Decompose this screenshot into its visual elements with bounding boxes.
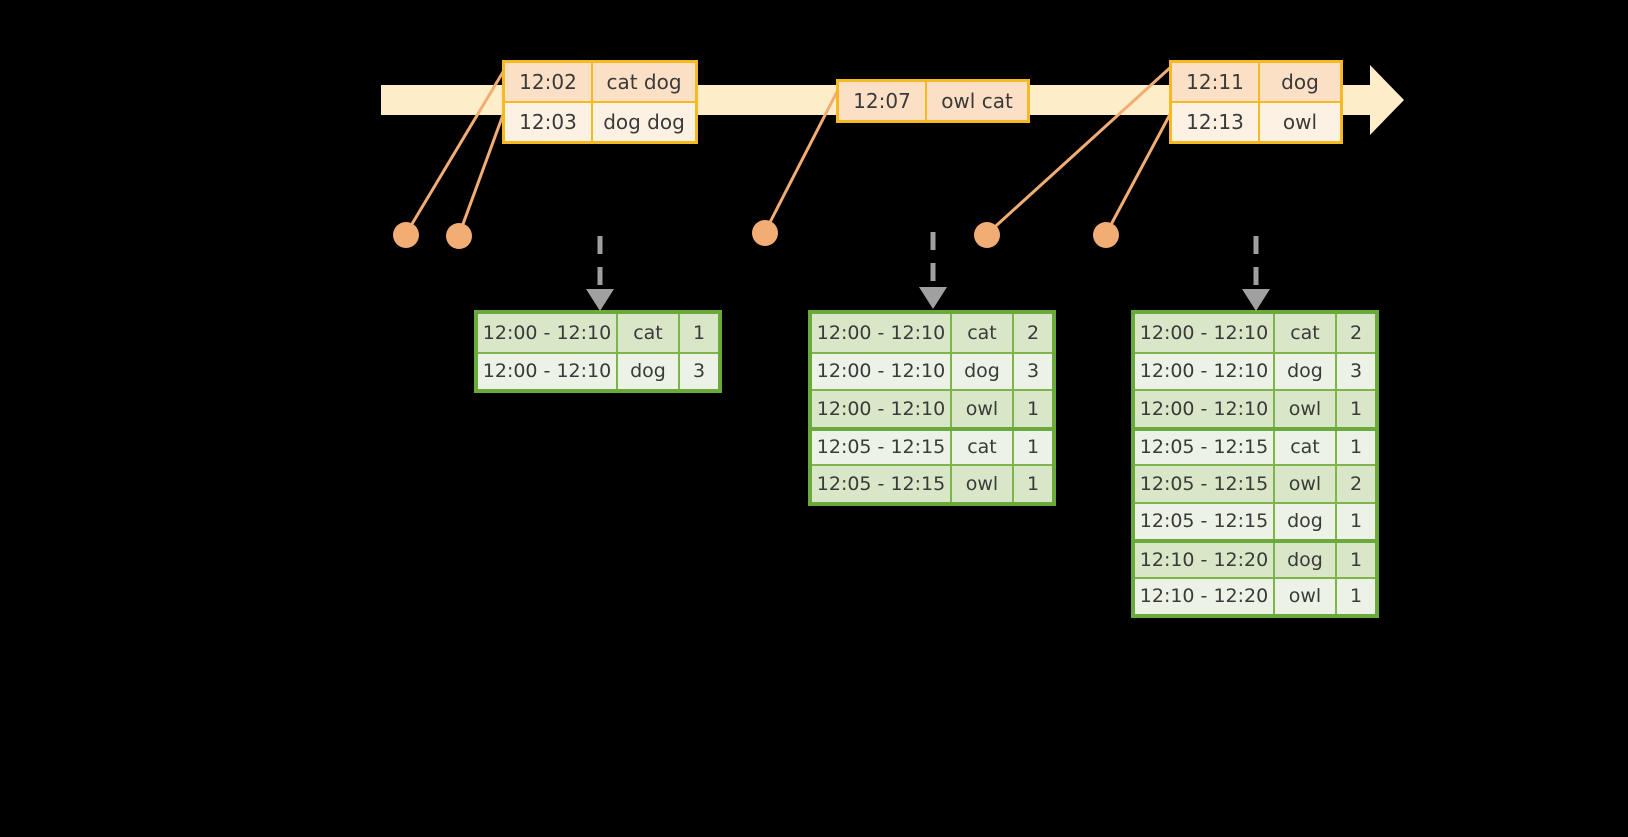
flow-arrow-heads bbox=[586, 287, 1270, 311]
count-cell: 2 bbox=[1335, 466, 1375, 502]
window-cell: 12:00 - 12:10 bbox=[1135, 391, 1273, 427]
window-cell: 12:05 - 12:15 bbox=[1135, 503, 1273, 539]
event-marker-dot bbox=[446, 223, 472, 249]
word-cell: owl bbox=[1273, 578, 1335, 614]
window-cell: 12:00 - 12:10 bbox=[812, 353, 950, 389]
table-row: 12:05 - 12:15 owl 2 bbox=[1135, 464, 1375, 502]
word-cell: cat bbox=[1273, 430, 1335, 464]
word-cell: cat bbox=[616, 314, 678, 352]
event-marker-dots bbox=[393, 220, 1119, 249]
event-marker-dot bbox=[974, 222, 1000, 248]
count-cell: 1 bbox=[1335, 503, 1375, 539]
window-cell: 12:00 - 12:10 bbox=[1135, 314, 1273, 352]
word-cell: dog bbox=[950, 353, 1012, 389]
window-cell: 12:05 - 12:15 bbox=[812, 430, 950, 464]
word-cell: owl bbox=[950, 391, 1012, 427]
word-cell: cat bbox=[950, 314, 1012, 352]
event-words: cat dog bbox=[591, 63, 695, 101]
window-cell: 12:00 - 12:10 bbox=[1135, 353, 1273, 389]
window-cell: 12:00 - 12:10 bbox=[812, 391, 950, 427]
table-row: 12:10 - 12:20 dog 1 bbox=[1135, 539, 1375, 577]
table-row: 12:00 - 12:10 dog 3 bbox=[812, 351, 1052, 389]
event-row: 12:11 dog bbox=[1172, 63, 1340, 101]
table-row: 12:05 - 12:15 owl 1 bbox=[812, 464, 1052, 502]
table-row: 12:05 - 12:15 cat 1 bbox=[812, 426, 1052, 464]
event-words: owl cat bbox=[925, 82, 1027, 120]
word-cell: owl bbox=[950, 466, 1012, 502]
event-words: dog dog bbox=[591, 103, 695, 141]
result-table-1: 12:00 - 12:10 cat 1 12:00 - 12:10 dog 3 bbox=[474, 310, 722, 393]
table-row: 12:00 - 12:10 owl 1 bbox=[812, 389, 1052, 427]
event-row: 12:02 cat dog bbox=[505, 63, 695, 101]
event-words: dog bbox=[1258, 63, 1340, 101]
table-row: 12:05 - 12:15 cat 1 bbox=[1135, 426, 1375, 464]
count-cell: 1 bbox=[1335, 578, 1375, 614]
count-cell: 1 bbox=[1012, 466, 1052, 502]
word-cell: dog bbox=[1273, 353, 1335, 389]
table-row: 12:00 - 12:10 owl 1 bbox=[1135, 389, 1375, 427]
event-marker-dot bbox=[393, 222, 419, 248]
table-row: 12:00 - 12:10 cat 2 bbox=[812, 314, 1052, 352]
count-cell: 3 bbox=[1335, 353, 1375, 389]
event-time: 12:02 bbox=[505, 63, 591, 101]
event-group-3: 12:11 dog 12:13 owl bbox=[1169, 60, 1343, 144]
window-cell: 12:05 - 12:15 bbox=[1135, 430, 1273, 464]
window-cell: 12:00 - 12:10 bbox=[478, 314, 616, 352]
window-cell: 12:05 - 12:15 bbox=[812, 466, 950, 502]
count-cell: 1 bbox=[1335, 430, 1375, 464]
window-cell: 12:00 - 12:10 bbox=[812, 314, 950, 352]
window-cell: 12:00 - 12:10 bbox=[478, 353, 616, 389]
event-row: 12:03 dog dog bbox=[505, 101, 695, 141]
connector-lines bbox=[404, 64, 1177, 236]
result-table-2: 12:00 - 12:10 cat 2 12:00 - 12:10 dog 3 … bbox=[808, 310, 1056, 506]
event-time: 12:13 bbox=[1172, 103, 1258, 141]
table-row: 12:10 - 12:20 owl 1 bbox=[1135, 576, 1375, 614]
event-marker-dot bbox=[1093, 222, 1119, 248]
event-words: owl bbox=[1258, 103, 1340, 141]
table-row: 12:05 - 12:15 dog 1 bbox=[1135, 501, 1375, 539]
flow-arrows bbox=[597, 232, 1259, 290]
result-table-3: 12:00 - 12:10 cat 2 12:00 - 12:10 dog 3 … bbox=[1131, 310, 1379, 618]
count-cell: 1 bbox=[678, 314, 718, 352]
word-cell: dog bbox=[1273, 543, 1335, 577]
count-cell: 3 bbox=[678, 353, 718, 389]
count-cell: 3 bbox=[1012, 353, 1052, 389]
count-cell: 1 bbox=[1335, 391, 1375, 427]
event-row: 12:13 owl bbox=[1172, 101, 1340, 141]
count-cell: 2 bbox=[1335, 314, 1375, 352]
word-cell: cat bbox=[1273, 314, 1335, 352]
count-cell: 1 bbox=[1335, 543, 1375, 577]
event-time: 12:03 bbox=[505, 103, 591, 141]
window-cell: 12:10 - 12:20 bbox=[1135, 578, 1273, 614]
count-cell: 1 bbox=[1012, 430, 1052, 464]
event-time: 12:07 bbox=[839, 82, 925, 120]
table-row: 12:00 - 12:10 cat 1 bbox=[478, 314, 718, 352]
table-row: 12:00 - 12:10 dog 3 bbox=[478, 351, 718, 389]
window-cell: 12:10 - 12:20 bbox=[1135, 543, 1273, 577]
count-cell: 1 bbox=[1012, 391, 1052, 427]
window-cell: 12:05 - 12:15 bbox=[1135, 466, 1273, 502]
event-group-2: 12:07 owl cat bbox=[836, 79, 1030, 123]
word-cell: owl bbox=[1273, 391, 1335, 427]
event-marker-dot bbox=[752, 220, 778, 246]
word-cell: dog bbox=[1273, 503, 1335, 539]
word-cell: cat bbox=[950, 430, 1012, 464]
event-group-1: 12:02 cat dog 12:03 dog dog bbox=[502, 60, 698, 144]
event-time: 12:11 bbox=[1172, 63, 1258, 101]
count-cell: 2 bbox=[1012, 314, 1052, 352]
event-row: 12:07 owl cat bbox=[839, 82, 1027, 120]
table-row: 12:00 - 12:10 dog 3 bbox=[1135, 351, 1375, 389]
table-row: 12:00 - 12:10 cat 2 bbox=[1135, 314, 1375, 352]
word-cell: dog bbox=[616, 353, 678, 389]
word-cell: owl bbox=[1273, 466, 1335, 502]
